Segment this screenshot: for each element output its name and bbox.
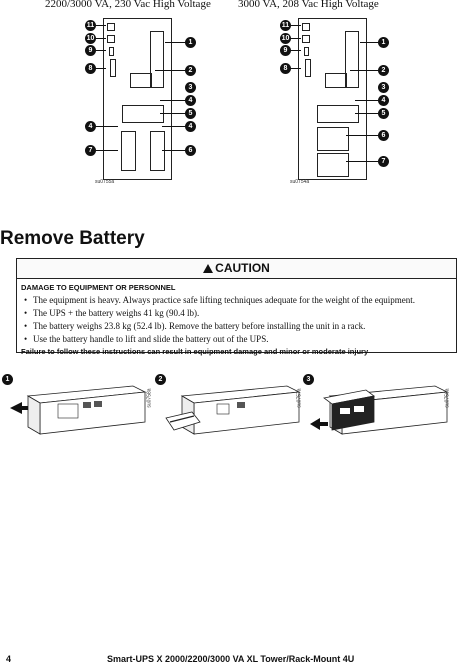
callout-2: 2: [185, 65, 196, 76]
callout-9: 9: [280, 45, 291, 56]
callout-1: 1: [185, 37, 196, 48]
callout-3: 3: [378, 82, 389, 93]
caution-item: Use the battery handle to lift and slide…: [24, 333, 452, 346]
battery-slide-out-illustration: [310, 385, 449, 435]
outlet-bank-top: [317, 105, 359, 123]
callout-4: 4: [378, 95, 389, 106]
section-title: Remove Battery: [0, 228, 145, 249]
callout-1: 1: [378, 37, 389, 48]
smart-slot: [150, 31, 164, 88]
left-figure-caption: 2200/3000 VA, 230 Vac High Voltage: [45, 0, 211, 10]
step-2-figure-id: su0757a: [296, 388, 303, 408]
step-number-2: 2: [155, 374, 166, 385]
ups-battery-cover-removal-illustration: [165, 385, 301, 435]
input-connector: [130, 73, 152, 88]
serial-port: [304, 47, 309, 56]
outlet-group-left: [121, 131, 136, 171]
callout-11: 11: [280, 20, 291, 31]
outlet-group-lower: [317, 153, 349, 177]
caution-list: The equipment is heavy. Always practice …: [21, 294, 452, 346]
serial-port: [109, 47, 114, 56]
callout-8: 8: [280, 63, 291, 74]
caution-header: CAUTION: [17, 259, 456, 279]
callout-2: 2: [378, 65, 389, 76]
usb-port: [302, 35, 310, 43]
step-3-figure-id: su0756a: [444, 388, 451, 408]
callout-6: 6: [378, 130, 389, 141]
callout-3: 3: [185, 82, 196, 93]
callout-8: 8: [85, 63, 96, 74]
callout-10: 10: [280, 33, 291, 44]
callout-7: 7: [85, 145, 96, 156]
callout-5: 5: [378, 108, 389, 119]
callout-4-right: 4: [185, 121, 196, 132]
ups-front-bezel-removal-illustration: [10, 385, 147, 435]
caution-box: CAUTION DAMAGE TO EQUIPMENT OR PERSONNEL…: [16, 258, 457, 356]
callout-11: 11: [85, 20, 96, 31]
caution-item: The equipment is heavy. Always practice …: [24, 294, 452, 307]
callout-7: 7: [378, 156, 389, 167]
warning-triangle-icon: [203, 264, 214, 273]
figure-id-left: su0755a: [95, 179, 115, 185]
step-1-figure-id: su0758a: [146, 388, 153, 408]
callout-10: 10: [85, 33, 96, 44]
right-figure-caption: 3000 VA, 208 Vac High Voltage: [238, 0, 379, 10]
network-port: [302, 23, 310, 31]
caution-item: The UPS + the battery weighs 41 kg (90.4…: [24, 307, 452, 320]
usb-port: [107, 35, 115, 43]
caution-label: CAUTION: [215, 261, 270, 275]
outlet-bank-top: [122, 105, 164, 123]
callout-5: 5: [185, 108, 196, 119]
epo-connector: [305, 59, 311, 77]
caution-item: The battery weighs 23.8 kg (52.4 lb). Re…: [24, 320, 452, 333]
document-title: Smart-UPS X 2000/2200/3000 VA XL Tower/R…: [107, 654, 355, 664]
rear-panel-outline: [298, 18, 367, 180]
outlet-group-right: [150, 131, 165, 171]
input-connector: [325, 73, 347, 88]
epo-connector: [110, 59, 116, 77]
page-number: 4: [6, 654, 12, 664]
step-number-3: 3: [303, 374, 314, 385]
callout-4-left: 4: [85, 121, 96, 132]
network-port: [107, 23, 115, 31]
smart-slot: [345, 31, 359, 88]
rear-panel-outline: [103, 18, 172, 180]
callout-4: 4: [185, 95, 196, 106]
caution-footer: Failure to follow these instructions can…: [21, 347, 369, 356]
caution-subheading: DAMAGE TO EQUIPMENT OR PERSONNEL: [21, 283, 176, 292]
callout-9: 9: [85, 45, 96, 56]
step-number-1: 1: [2, 374, 13, 385]
callout-6: 6: [185, 145, 196, 156]
outlet-group-upper: [317, 127, 349, 151]
figure-id-right: su0754a: [290, 179, 310, 185]
